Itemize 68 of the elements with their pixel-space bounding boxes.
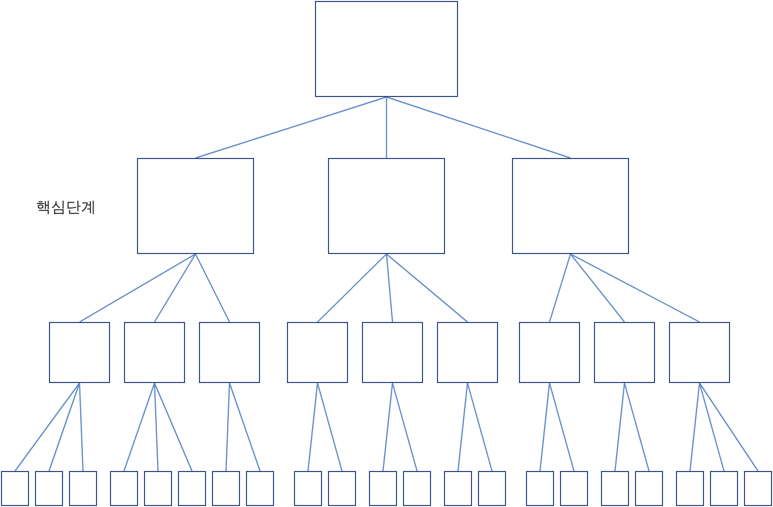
empty-box [560, 471, 588, 506]
empty-box [49, 322, 110, 383]
empty-box [124, 322, 185, 383]
empty-box [144, 471, 172, 506]
connector-line [123, 382, 156, 472]
empty-box [403, 471, 431, 506]
empty-box [710, 471, 738, 506]
connector-line [392, 382, 418, 472]
connector-line [79, 253, 196, 323]
connector-line [539, 382, 550, 472]
connector-line [154, 254, 196, 322]
connector-line [698, 382, 725, 472]
connector-line [225, 382, 230, 472]
connector-line [548, 254, 572, 322]
connector-line [195, 96, 387, 159]
empty-box [178, 471, 206, 506]
empty-box [669, 322, 730, 383]
empty-box [246, 471, 274, 506]
empty-box [315, 1, 458, 97]
level-label: 핵심단계 [36, 198, 96, 217]
connector-line [154, 382, 159, 472]
empty-box [601, 471, 629, 506]
empty-box [594, 322, 655, 383]
empty-box [212, 471, 240, 506]
connector-line [382, 382, 394, 472]
connector-line [548, 382, 575, 472]
connector-line [386, 254, 468, 322]
empty-box [676, 471, 704, 506]
connector-line [316, 382, 343, 472]
empty-box [287, 322, 348, 383]
empty-box [635, 471, 663, 506]
connector-line [386, 96, 571, 159]
connector-line [570, 253, 700, 323]
connector-line [48, 382, 80, 472]
connector-line [624, 382, 650, 472]
connector-line [78, 382, 84, 472]
empty-box [110, 471, 138, 506]
empty-box [137, 158, 254, 254]
empty-box [328, 158, 445, 254]
connector-line [194, 254, 230, 322]
connector-line [317, 254, 387, 322]
connector-line [386, 254, 394, 322]
empty-box [328, 471, 356, 506]
empty-box [362, 322, 423, 383]
connector-line [570, 254, 625, 322]
connector-line [154, 382, 193, 472]
empty-box [478, 471, 506, 506]
empty-box [526, 471, 554, 506]
empty-box [69, 471, 97, 506]
connector-line [228, 382, 261, 472]
connector-line [307, 382, 318, 472]
connector-line [699, 382, 758, 472]
empty-box [437, 322, 498, 383]
empty-box [1, 471, 29, 506]
connector-line [14, 382, 80, 472]
empty-box [519, 322, 580, 383]
empty-box [294, 471, 322, 506]
empty-box [512, 158, 629, 254]
empty-box [444, 471, 472, 506]
connector-line [614, 382, 626, 472]
empty-box [35, 471, 63, 506]
empty-box [199, 322, 260, 383]
empty-box [744, 471, 772, 506]
connector-line [466, 382, 493, 472]
connector-line [457, 382, 468, 472]
empty-box [369, 471, 397, 506]
connector-line [689, 382, 700, 472]
connector-line [386, 97, 388, 158]
